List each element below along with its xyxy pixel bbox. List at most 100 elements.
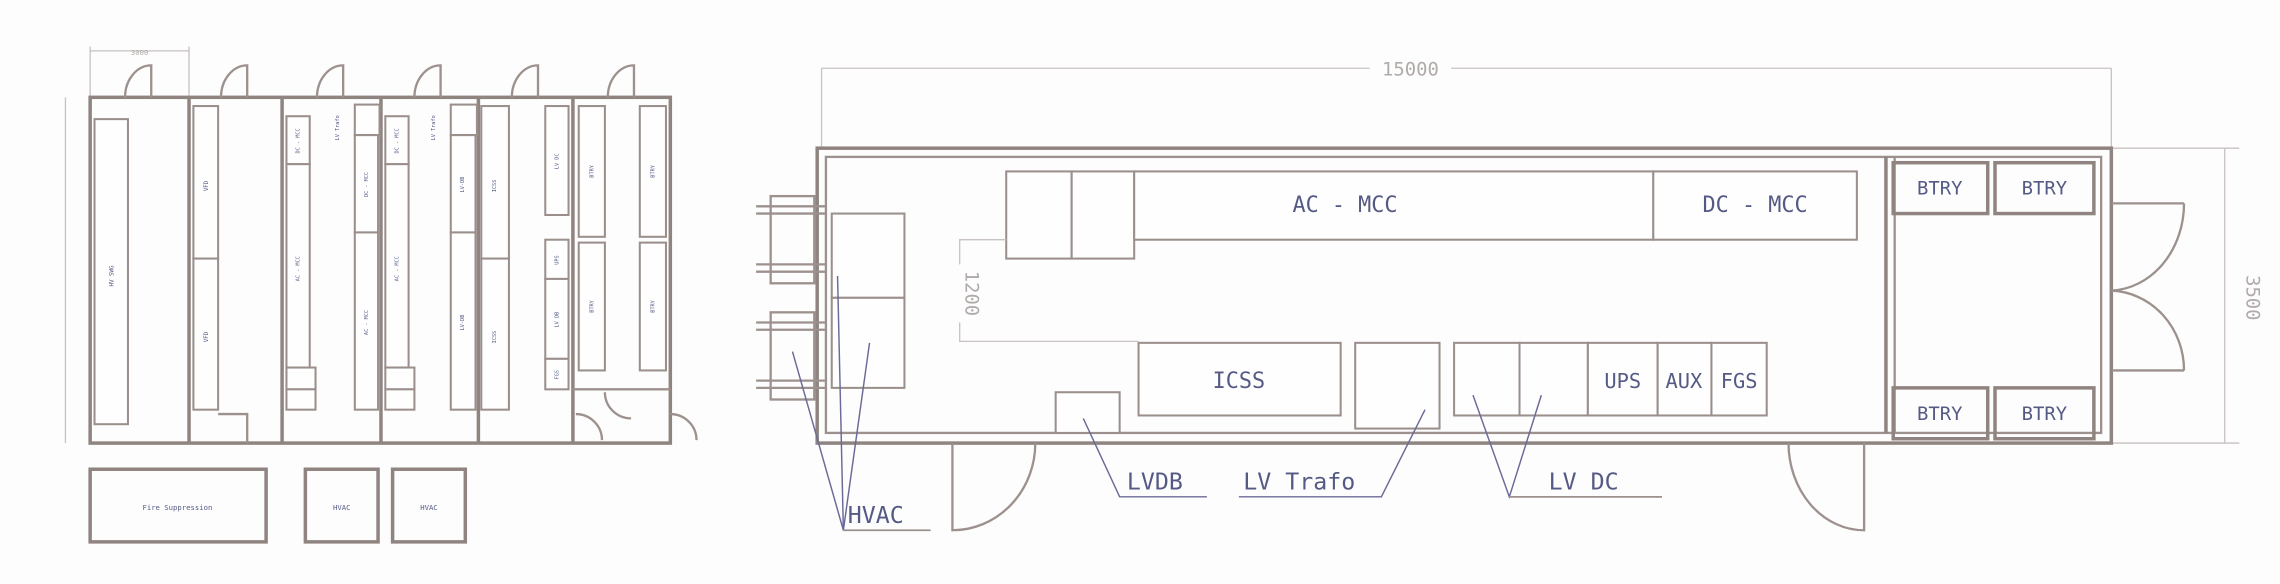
- top-dimension-text: 3000: [131, 48, 148, 57]
- room-walls: [187, 97, 671, 444]
- label: LVDB: [1127, 469, 1183, 496]
- label: HVAC: [333, 503, 350, 512]
- drawing-line: [2111, 289, 2186, 371]
- dc-mcc-label: DC - MCC: [1703, 193, 1808, 218]
- label: BTRY: [589, 299, 595, 312]
- label: LV Trafo: [335, 115, 341, 140]
- aux-label: AUX: [1665, 369, 1702, 393]
- label: BTRY: [589, 164, 595, 177]
- hvac-indoor-unit: [830, 296, 906, 389]
- label: AC - MCC: [296, 256, 302, 281]
- lv-trafo: [353, 103, 381, 137]
- hvac-outdoor-units: [756, 194, 826, 401]
- bottom-doors: [575, 392, 698, 441]
- top-doors: [123, 64, 636, 98]
- label: LV DC: [554, 153, 560, 169]
- container-inner-wall: [824, 155, 2103, 435]
- hv-switchgear: [93, 118, 129, 426]
- battery-racks: BTRY BTRY BTRY BTRY: [1891, 160, 2096, 441]
- drawing-line: [791, 351, 845, 531]
- hvac-indoor-unit: [830, 212, 906, 299]
- hvac-unit: [303, 467, 380, 544]
- cubicle: [384, 388, 416, 411]
- label: DC - MCC: [364, 172, 370, 197]
- mcc-cubicle: [1005, 170, 1073, 260]
- door: [1787, 443, 1866, 532]
- drawing-line: [510, 64, 540, 98]
- label: LV Trafo: [1243, 469, 1355, 496]
- label: FGS: [554, 370, 560, 379]
- label: AC - MCC: [364, 310, 370, 335]
- label: LV-DB: [460, 177, 466, 193]
- lv-dc-panel: [1453, 341, 1521, 417]
- label: VFD: [204, 180, 210, 191]
- icss-panel: [1137, 341, 1342, 417]
- cubicle: [384, 366, 416, 391]
- lv-trafo-callout: LV Trafo: [1238, 409, 1426, 498]
- vfd-panel: [192, 105, 220, 260]
- lv-db-panel: [449, 231, 477, 411]
- lv-dc-panel: [544, 105, 570, 217]
- label: HVAC: [848, 502, 904, 529]
- label: ICSS: [492, 180, 498, 193]
- cubicle: [285, 366, 317, 391]
- battery-rack: [638, 241, 667, 372]
- label: BTRY: [2022, 403, 2068, 425]
- drawing-line: [836, 276, 845, 531]
- drawing-line: [219, 64, 249, 98]
- ups-panel: [1586, 341, 1659, 417]
- length-dimension-text: 15000: [1382, 59, 1439, 81]
- icss-panel: [480, 105, 510, 260]
- lv-dc-callout: LV DC: [1472, 394, 1663, 500]
- drawing-line: [1369, 58, 1452, 79]
- drawing-line: [842, 342, 871, 531]
- cubicle: [285, 388, 317, 411]
- ac-mcc: [1133, 170, 1655, 241]
- drawing-line: [769, 194, 816, 285]
- label: HV SWG: [109, 265, 115, 286]
- drawing-line: [1891, 160, 1990, 216]
- drawing-line: [218, 412, 249, 444]
- fire-suppression-room: [88, 467, 268, 544]
- label: AC - MCC: [394, 256, 400, 281]
- lv-dc-panel: [1518, 341, 1589, 417]
- ac-mcc-label: AC - MCC: [1293, 193, 1398, 218]
- label: ICSS: [492, 331, 498, 344]
- hvac-unit: [390, 467, 468, 544]
- label: VFD: [204, 331, 210, 342]
- drawing-line: [2111, 203, 2186, 292]
- battery-rack: [577, 105, 606, 238]
- icss-label: ICSS: [1213, 369, 1266, 394]
- ac-mcc-panel: [353, 231, 380, 411]
- label: BTRY: [1917, 403, 1963, 425]
- fgs-panel: [544, 357, 570, 391]
- lv-trafo: [449, 103, 478, 137]
- label: BTRY: [650, 164, 656, 177]
- ups-label: UPS: [1604, 369, 1641, 393]
- label: BTRY: [2022, 178, 2068, 200]
- lv-trafo: [1354, 341, 1441, 430]
- fgs-panel: [1710, 341, 1768, 417]
- right-floor-plan: 15000 3500 BTRY BTRY BTRY BTRY: [756, 58, 2264, 532]
- aisle-dimension-text: 1200: [961, 271, 983, 316]
- fgs-label: FGS: [1721, 369, 1758, 393]
- drawing-line: [413, 64, 442, 98]
- drawing-line: [603, 392, 632, 420]
- drawing-line: [1238, 409, 1426, 498]
- lvdb-callout: LVDB: [1082, 418, 1207, 498]
- drawing-line: [1993, 386, 2096, 441]
- left-floor-plan: 3000 HV SWG VFD: [64, 46, 698, 544]
- drawing-line: [575, 412, 604, 441]
- battery-rack: [577, 241, 606, 372]
- mcc-cubicle: [1070, 170, 1136, 260]
- container-outer-wall: [815, 146, 2114, 445]
- label: DC - MCC: [296, 128, 302, 153]
- drawing-line: [123, 64, 153, 98]
- drawing-line: [315, 64, 345, 98]
- label: HVAC: [420, 503, 437, 512]
- drawing-line: [1891, 386, 1990, 441]
- drawing-line: [670, 412, 698, 441]
- label: BTRY: [1917, 178, 1963, 200]
